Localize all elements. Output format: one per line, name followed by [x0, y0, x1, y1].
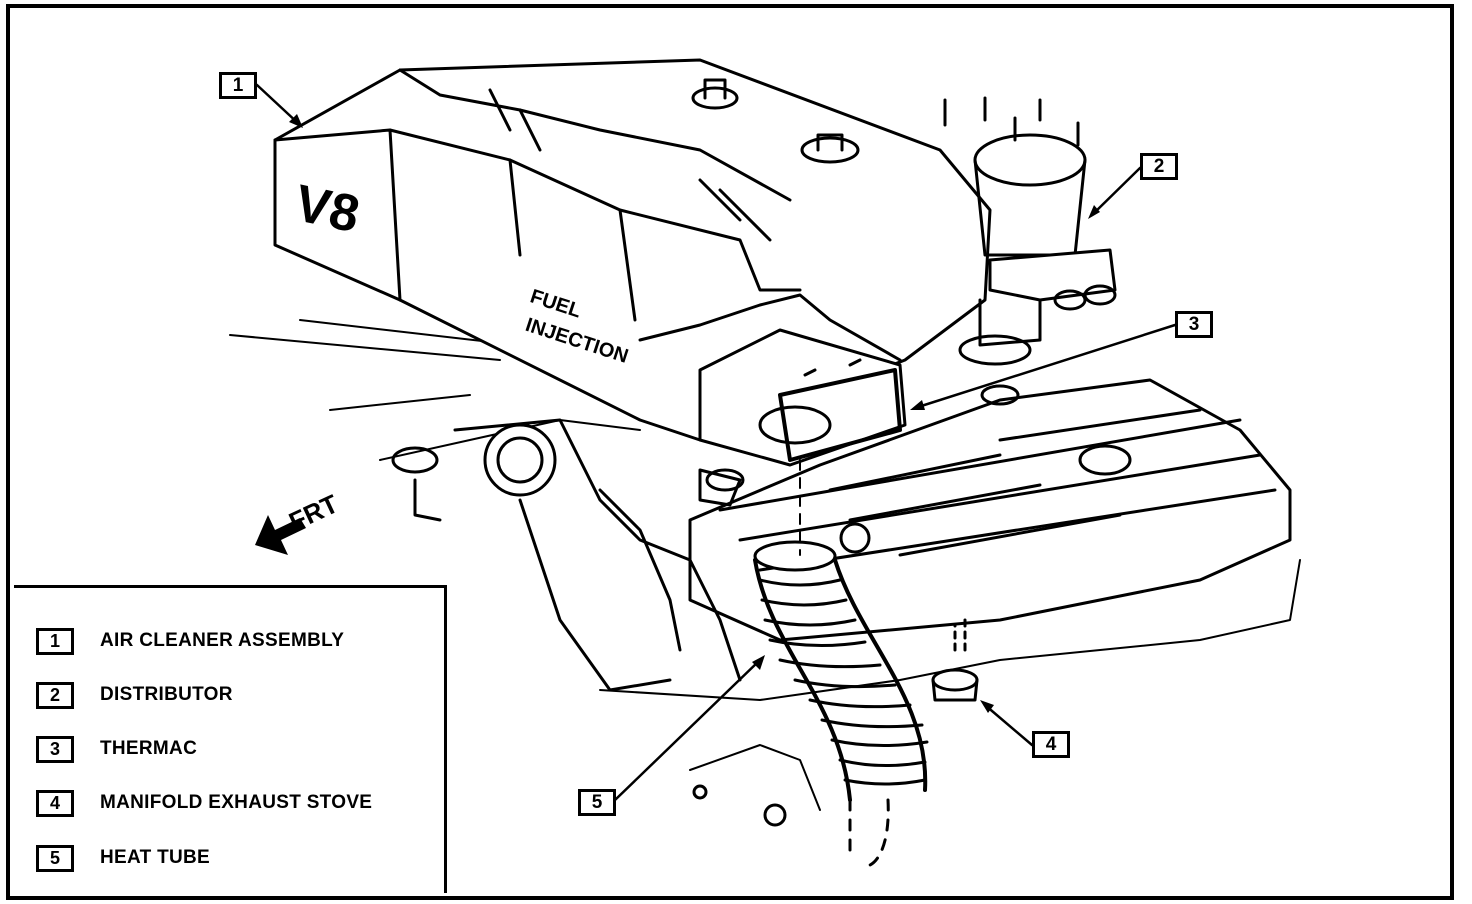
legend-number: 3: [36, 735, 74, 763]
leader-lines: [255, 83, 1177, 802]
legend-label: HEAT TUBE: [100, 847, 211, 868]
callout-5: 5: [578, 789, 616, 816]
legend-number: 2: [36, 681, 74, 709]
front-arrow-icon: [255, 515, 306, 555]
manifold-exhaust-stove: [931, 618, 979, 702]
callout-4: 4: [1032, 731, 1070, 758]
legend-label: DISTRIBUTOR: [100, 684, 233, 705]
v8-label: V8: [290, 174, 364, 244]
air-cleaner-assembly: [273, 58, 992, 467]
left-engine-parts: [391, 418, 745, 692]
callout-1: 1: [219, 72, 257, 99]
legend-item: 5 HEAT TUBE: [36, 843, 210, 873]
legend: 1 AIR CLEANER ASSEMBLY 2 DISTRIBUTOR 3 T…: [14, 585, 447, 893]
distributor: [943, 96, 1117, 366]
legend-item: 1 AIR CLEANER ASSEMBLY: [36, 626, 344, 656]
legend-item: 2 DISTRIBUTOR: [36, 680, 233, 710]
legend-label: AIR CLEANER ASSEMBLY: [100, 630, 345, 651]
callout-3: 3: [1175, 311, 1213, 338]
legend-label: THERMAC: [100, 738, 198, 759]
legend-item: 3 THERMAC: [36, 734, 197, 764]
heat-tube: [753, 540, 929, 867]
legend-label: MANIFOLD EXHAUST STOVE: [100, 792, 373, 813]
legend-item: 4 MANIFOLD EXHAUST STOVE: [36, 788, 372, 818]
leader-arrowheads: [289, 114, 1100, 713]
callout-2: 2: [1140, 153, 1178, 180]
legend-number: 4: [36, 789, 74, 817]
legend-number: 1: [36, 627, 74, 655]
front-label: FRT: [284, 488, 343, 537]
legend-number: 5: [36, 844, 74, 872]
